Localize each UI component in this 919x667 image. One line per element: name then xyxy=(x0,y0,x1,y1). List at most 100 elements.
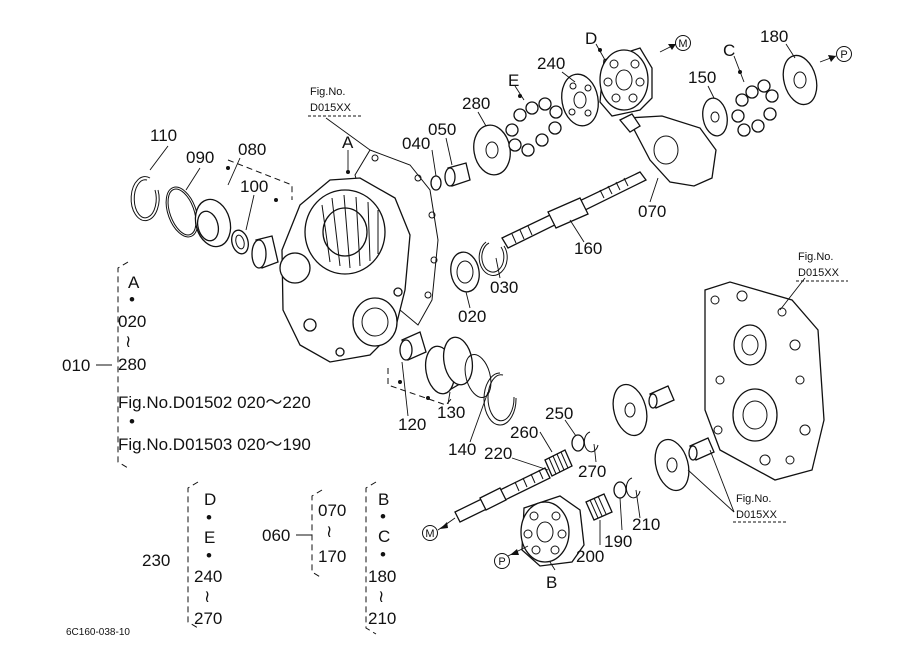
svg-text:P: P xyxy=(498,556,505,568)
label-160: 160 xyxy=(574,239,602,258)
svg-text:B: B xyxy=(378,490,389,509)
label-240: 240 xyxy=(537,54,565,73)
symbol-P-top: P xyxy=(836,46,852,62)
label-100: 100 xyxy=(240,177,268,196)
svg-text:D015XX: D015XX xyxy=(798,267,840,279)
label-270: 270 xyxy=(578,462,606,481)
letter-E: E xyxy=(508,71,519,90)
svg-text:230: 230 xyxy=(142,551,170,570)
label-110: 110 xyxy=(150,126,177,145)
label-140: 140 xyxy=(448,440,476,459)
label-070: 070 xyxy=(638,202,666,221)
bush-050 xyxy=(444,162,471,187)
svg-text:≀: ≀ xyxy=(326,522,332,541)
swash-plate-070 xyxy=(618,113,717,187)
svg-text:M: M xyxy=(425,528,434,540)
o-ring-090 xyxy=(165,186,199,238)
svg-text:060: 060 xyxy=(262,526,290,545)
diagram-id: 6C160-038-10 xyxy=(66,627,130,638)
svg-text:D: D xyxy=(204,490,216,509)
shaft-220 xyxy=(454,467,551,523)
svg-text:D015XX: D015XX xyxy=(310,102,352,114)
svg-text:P: P xyxy=(840,49,847,61)
leader-lines xyxy=(149,43,837,571)
callout-dots xyxy=(226,48,742,400)
spring-200 xyxy=(585,493,613,521)
symbol-P-bottom: P xyxy=(494,553,510,569)
svg-text:A: A xyxy=(128,273,140,292)
label-280: 280 xyxy=(462,94,490,113)
svg-text:270: 270 xyxy=(194,609,222,628)
needle-bearing-100 xyxy=(251,235,279,269)
fig-ref-right: Fig.No. D015XX xyxy=(796,251,848,282)
plate-280 xyxy=(473,124,511,176)
letter-C: C xyxy=(723,41,735,60)
washer-040 xyxy=(430,175,442,191)
svg-text:180: 180 xyxy=(368,567,396,586)
letter-A: A xyxy=(342,133,354,152)
label-120: 120 xyxy=(398,415,426,434)
svg-text:Fig.No.D01503 020～190: Fig.No.D01503 020～190 xyxy=(118,435,311,454)
group-010: 010 A • 020 ≀ 280 Fig.No.D01502 020～220 … xyxy=(62,261,311,469)
bracket-080 xyxy=(227,159,293,200)
label-190: 190 xyxy=(604,532,632,551)
svg-text:M: M xyxy=(678,38,687,50)
group-230: 230 D • E • 240 ≀ 270 xyxy=(142,481,222,629)
label-260: 260 xyxy=(510,423,538,442)
snap-ring-140 xyxy=(483,372,517,426)
svg-text:•: • xyxy=(129,290,135,309)
svg-text:240: 240 xyxy=(194,567,222,586)
svg-text:•: • xyxy=(129,412,135,431)
svg-text:E: E xyxy=(204,528,215,547)
shaft-160 xyxy=(501,171,647,249)
svg-text:≀: ≀ xyxy=(204,587,210,606)
label-130: 130 xyxy=(437,403,465,422)
letter-B: B xyxy=(546,573,557,592)
fig-ref-lower: Fig.No. D015XX xyxy=(733,493,786,523)
letter-D: D xyxy=(585,29,597,48)
label-090: 090 xyxy=(186,148,214,167)
svg-text:Fig.No.: Fig.No. xyxy=(798,251,833,263)
thrust-plate-150 xyxy=(702,97,728,137)
label-200: 200 xyxy=(576,547,604,566)
svg-text:≀: ≀ xyxy=(125,332,131,351)
label-040: 040 xyxy=(402,134,430,153)
pistons-C xyxy=(731,79,779,137)
valve-plate-240 xyxy=(561,73,599,127)
svg-text:•: • xyxy=(380,507,386,526)
svg-text:Fig.No.: Fig.No. xyxy=(310,86,345,98)
cylinder-block-D xyxy=(599,47,653,117)
bearing-080 xyxy=(194,198,232,248)
label-210: 210 xyxy=(632,515,660,534)
fig-ref-top: Fig.No. D015XX xyxy=(308,86,362,117)
label-080: 080 xyxy=(238,140,266,159)
bearing-cup-130 xyxy=(424,336,474,395)
symbol-M-top: M xyxy=(675,35,691,51)
svg-text:210: 210 xyxy=(368,609,396,628)
svg-text:Fig.No.D01502 020～220: Fig.No.D01502 020～220 xyxy=(118,393,311,412)
spring-260 xyxy=(544,449,573,477)
washer-190 xyxy=(613,481,627,499)
svg-text:280: 280 xyxy=(118,355,146,374)
svg-text:≀: ≀ xyxy=(378,587,384,606)
rear-housing xyxy=(704,281,825,481)
seal-020 xyxy=(450,251,480,293)
snap-ring-270 xyxy=(583,431,599,453)
label-220: 220 xyxy=(484,444,512,463)
svg-text:C: C xyxy=(378,527,390,546)
snap-ring-210 xyxy=(625,477,641,499)
label-250: 250 xyxy=(545,404,573,423)
washer-250 xyxy=(571,434,585,452)
svg-text:D015XX: D015XX xyxy=(736,509,778,521)
label-020: 020 xyxy=(458,307,486,326)
group-060: 060 070 ≀ 170 xyxy=(262,489,346,579)
valve-plate-180 xyxy=(782,54,818,106)
group-bc: B • C • 180 ≀ 210 xyxy=(365,481,396,635)
svg-text:020: 020 xyxy=(118,312,146,331)
svg-text:•: • xyxy=(206,546,212,565)
svg-text:070: 070 xyxy=(318,501,346,520)
svg-text:Fig.No.: Fig.No. xyxy=(736,493,771,505)
cylinder-block-B xyxy=(520,495,585,567)
bearing-120 xyxy=(399,331,427,361)
